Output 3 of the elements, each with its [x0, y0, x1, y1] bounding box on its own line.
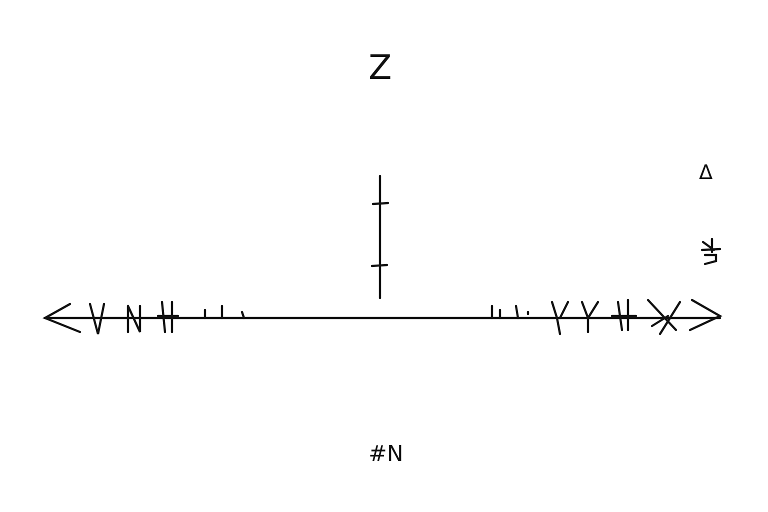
symbol-label: #N — [368, 444, 404, 466]
symbol-label: Z — [368, 51, 392, 85]
symbol-label: Δ — [699, 162, 713, 182]
